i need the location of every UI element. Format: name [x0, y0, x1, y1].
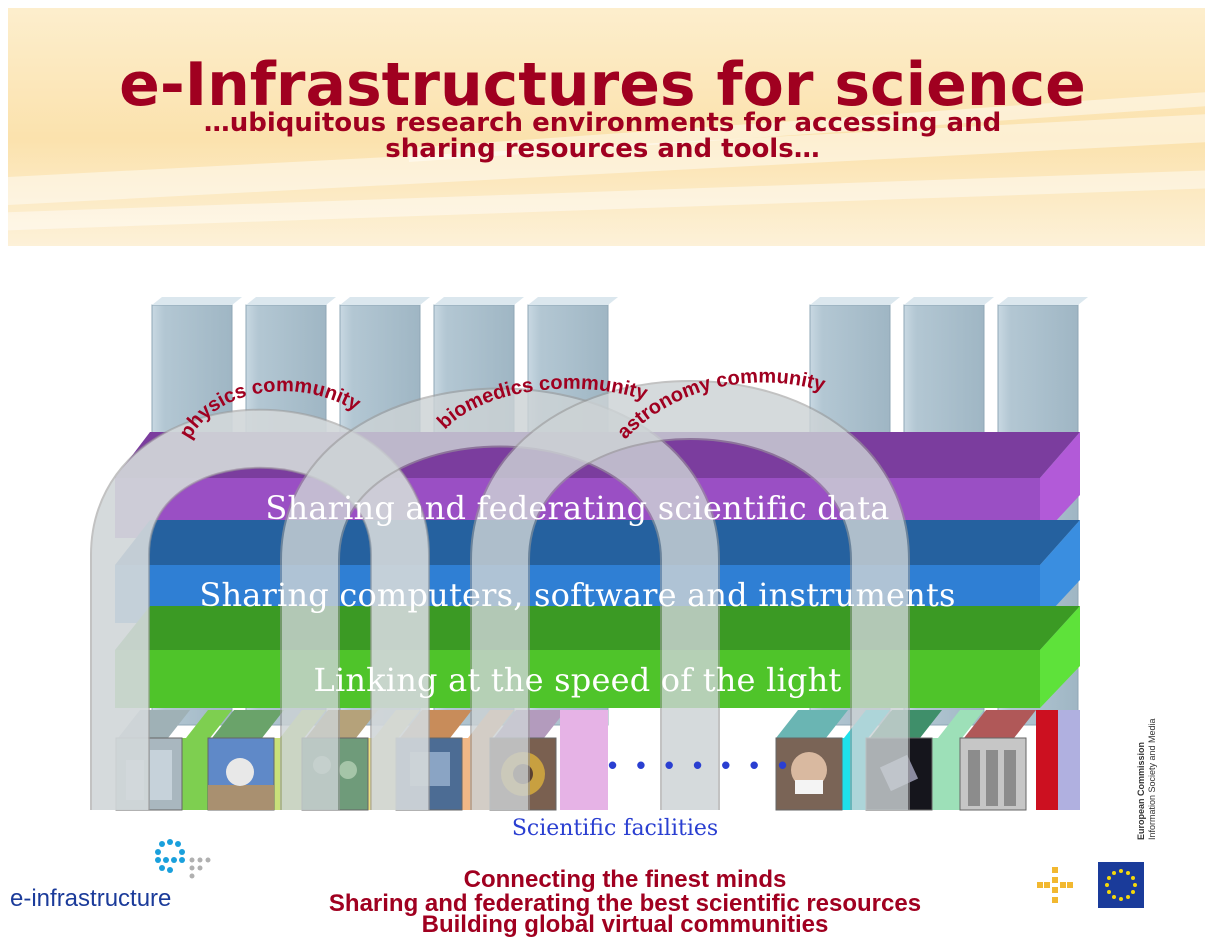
e-infrastructure-logo-text: e-infrastructure: [10, 885, 172, 912]
community-arches: [90, 380, 910, 810]
tagline-1: Connecting the finest minds: [463, 866, 787, 893]
layer-data-label: Sharing and federating scientific data: [265, 489, 890, 527]
ec-name: European Commission: [1136, 742, 1146, 840]
layer-network: Linking at the speed of the light: [115, 650, 1040, 710]
facilities-label: Scientific facilities: [511, 816, 719, 841]
layer-data: Sharing and federating scientific data: [115, 478, 1040, 538]
tagline-3: Building global virtual communities: [421, 911, 829, 938]
tagline-2: Sharing and federating the best scientif…: [328, 890, 922, 917]
ec-logo-text: European Commission Information Society …: [1136, 718, 1157, 840]
layer-compute: Sharing computers, software and instrume…: [115, 565, 1040, 625]
e-infrastructure-logo-icon: [155, 839, 211, 879]
eu-flag-icon: [1098, 862, 1144, 908]
ec-cross-icon: [1037, 867, 1073, 903]
layer-network-label: Linking at the speed of the light: [313, 661, 842, 699]
subtitle-line-1: …ubiquitous research environments for ac…: [203, 108, 1002, 138]
layer-compute-label: Sharing computers, software and instrume…: [199, 576, 956, 614]
header-banner: [8, 8, 1205, 246]
page-subtitle: …ubiquitous research environments for ac…: [0, 110, 1205, 162]
facilities-ellipsis: • • • • • • •: [608, 750, 794, 780]
ec-dg: Information Society and Media: [1147, 718, 1157, 840]
subtitle-line-2: sharing resources and tools…: [385, 134, 820, 164]
page-title: e-Infrastructures for science: [119, 50, 1086, 120]
